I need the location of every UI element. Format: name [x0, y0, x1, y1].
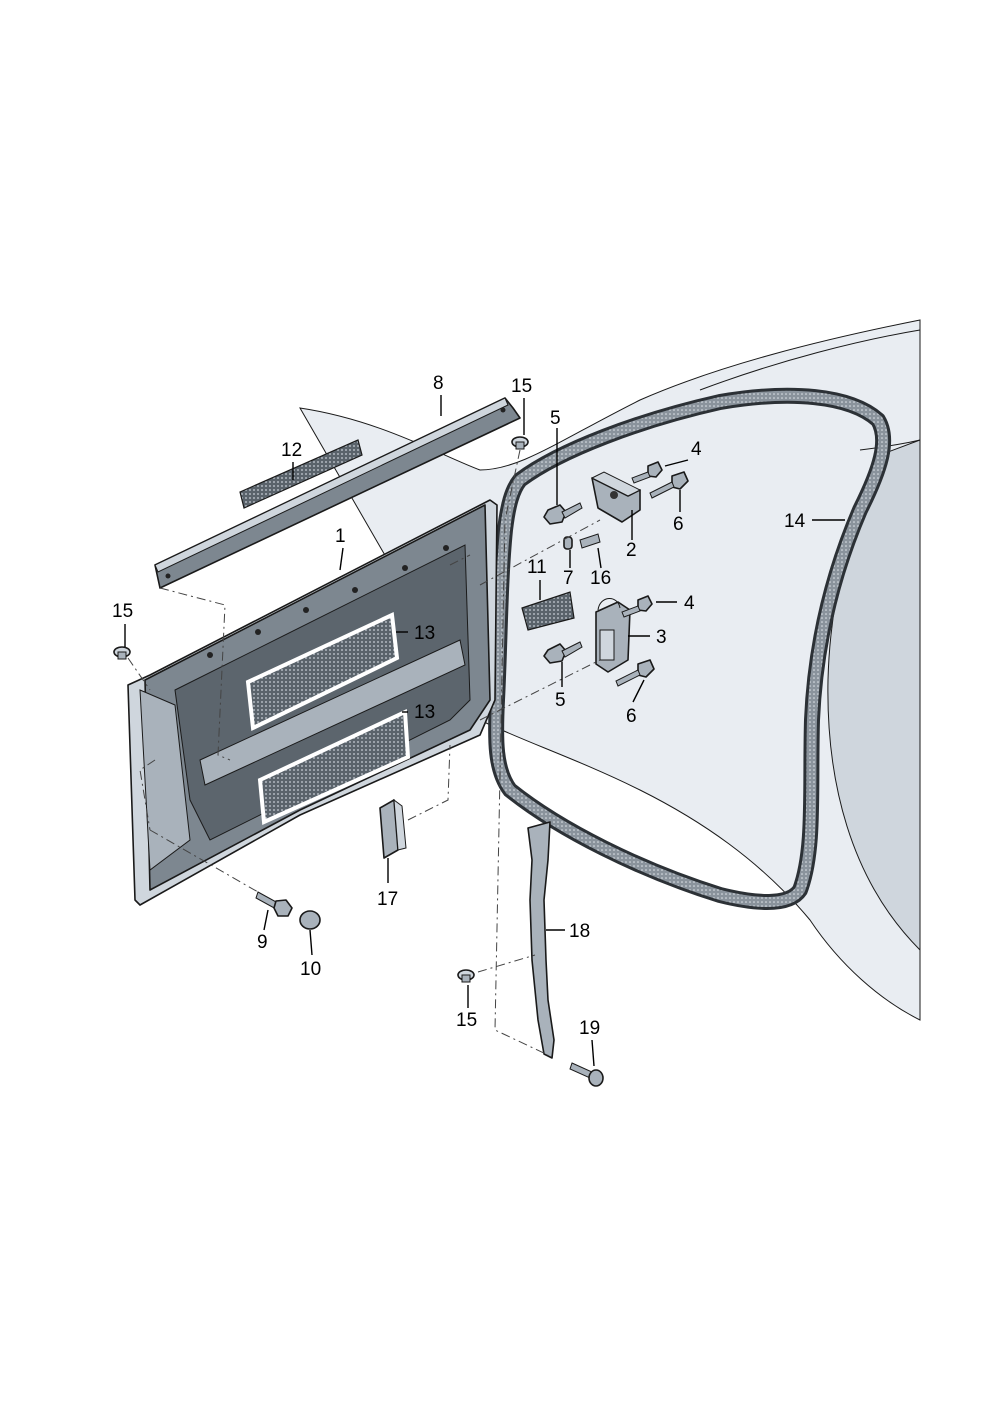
clip-15-top [511, 436, 529, 450]
upper-hinge-2 [590, 471, 642, 523]
bolt-5-lower [543, 641, 583, 664]
screw-6-lower [615, 659, 655, 687]
callout-5-upper: 5 [550, 408, 561, 429]
lower-hinge-3 [595, 598, 631, 673]
clip-15-bottom [457, 969, 475, 983]
callout-15-left: 15 [112, 601, 133, 622]
callout-13-lower: 13 [414, 702, 435, 723]
screw-4-lower [621, 595, 653, 618]
bolt-19 [569, 1062, 604, 1087]
screw-6-upper [649, 471, 689, 499]
callout-18: 18 [569, 921, 590, 942]
callout-4-upper: 4 [691, 439, 702, 460]
callout-19: 19 [579, 1018, 600, 1039]
spring-16 [579, 533, 601, 549]
bracket-17 [379, 798, 407, 859]
callout-labels: 1 2 3 4 4 5 5 6 6 7 8 9 10 11 12 13 13 1… [112, 373, 806, 1039]
callout-13-upper: 13 [414, 623, 435, 644]
mesh-strip-12 [239, 439, 363, 509]
leader-lines [124, 395, 845, 1067]
window-strip-8 [154, 397, 521, 589]
check-strap-11 [521, 591, 575, 631]
callout-17: 17 [377, 889, 398, 910]
assembly-lines [127, 449, 601, 1056]
callout-2: 2 [626, 540, 637, 561]
callout-15-top: 15 [511, 376, 532, 397]
callout-14: 14 [784, 511, 806, 532]
callout-15-bottom: 15 [456, 1010, 477, 1031]
door-seal-14 [488, 387, 892, 910]
seal-strip-18 [527, 821, 555, 1059]
callout-1: 1 [335, 526, 346, 547]
callout-4-lower: 4 [684, 593, 695, 614]
callout-5-lower: 5 [555, 690, 566, 711]
callout-7: 7 [563, 568, 574, 589]
callout-6-upper: 6 [673, 514, 684, 535]
clip-15-left [113, 646, 131, 660]
callout-11: 11 [527, 557, 547, 578]
callout-16: 16 [590, 568, 611, 589]
callout-3: 3 [656, 627, 667, 648]
bolt-5-upper [543, 502, 583, 525]
screw-4-upper [631, 461, 663, 484]
callout-8: 8 [433, 373, 444, 394]
bolt-9 [255, 891, 293, 917]
callout-12: 12 [281, 440, 302, 461]
sound-insulation-13 [245, 612, 411, 825]
callout-9: 9 [257, 932, 268, 953]
callout-6-lower: 6 [626, 706, 637, 727]
callout-10: 10 [300, 959, 321, 980]
cap-10 [299, 910, 321, 930]
